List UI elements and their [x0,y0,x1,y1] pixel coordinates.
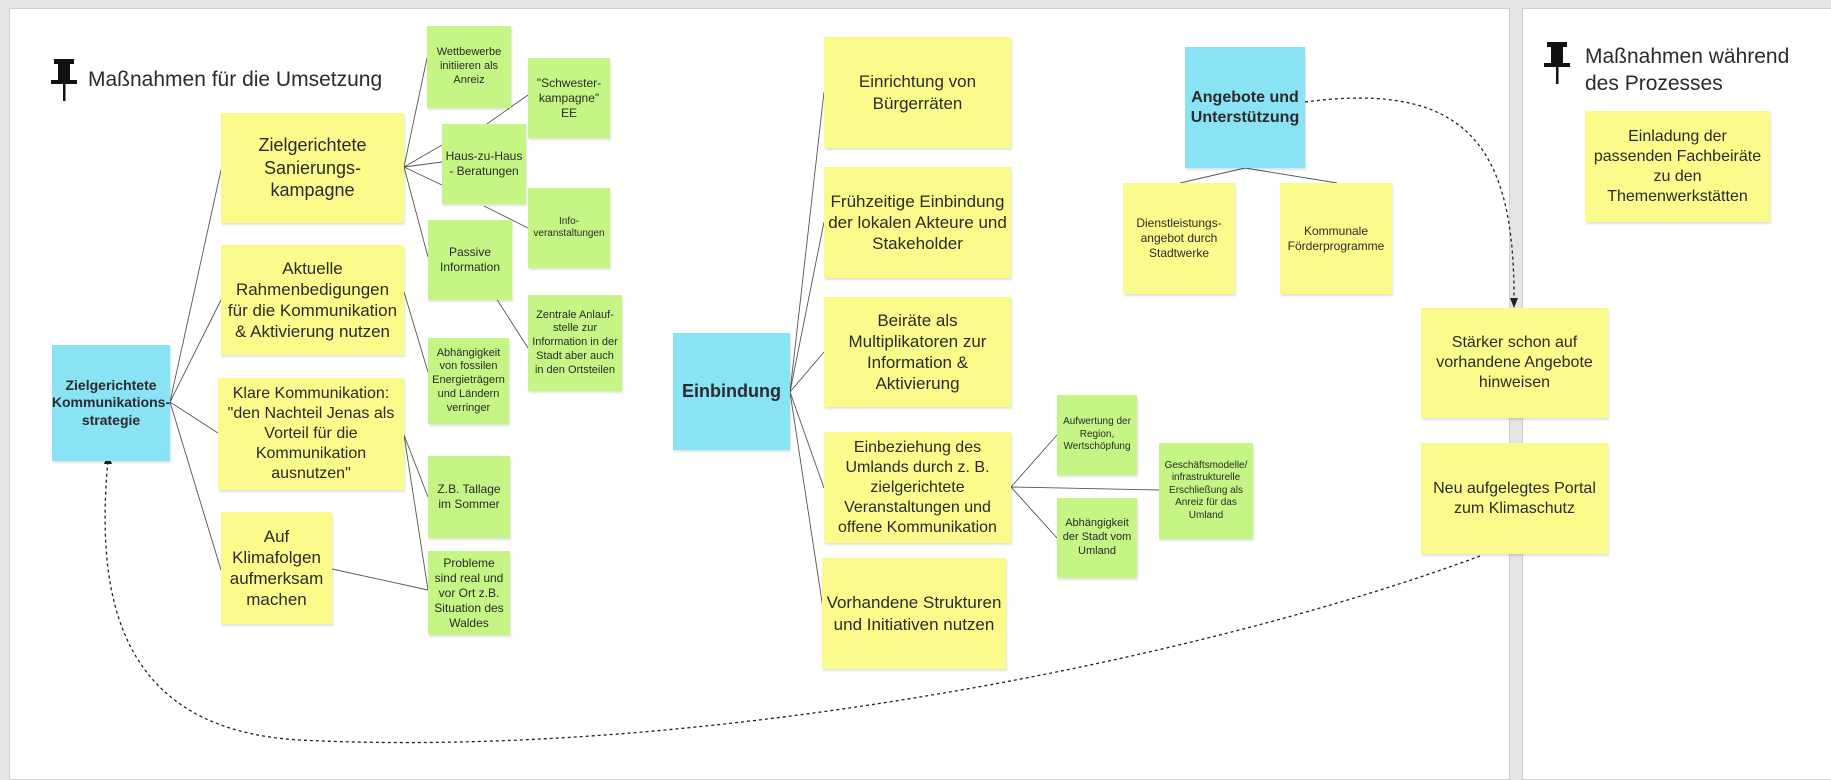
note-klare-kommunikation[interactable]: Klare Kommunikation: "den Nachteil Jenas… [218,378,404,490]
note-portal-klimaschutz[interactable]: Neu aufgelegtes Portal zum Klimaschutz [1421,443,1608,554]
root-note-einbindung[interactable]: Einbindung [673,333,790,450]
note-buergerraete[interactable]: Einrichtung von Bürgerräten [824,37,1011,148]
right-panel-heading-line1: Maßnahmen während [1585,45,1790,68]
root-note-kommunikationsstrategie[interactable]: Zielgerichtete Kommunikations-strategie [52,345,170,461]
note-probleme[interactable]: Probleme sind real und vor Ort z.B. Situ… [428,551,510,635]
note-tallage[interactable]: Z.B. Tallage im Sommer [428,456,510,538]
note-aufwertung[interactable]: Aufwertung der Region, Wertschöpfung [1057,395,1137,475]
note-rahmenbedingungen[interactable]: Aktuelle Rahmenbedigungen für die Kommun… [221,245,404,355]
note-klimafolgen[interactable]: Auf Klimafolgen aufmerksam machen [221,512,332,624]
left-panel-heading: Maßnahmen für die Umsetzung [88,68,383,91]
note-geschaeftsmodelle[interactable]: Geschäftsmodelle/ infrastrukturelle Ersc… [1159,443,1253,539]
note-beiraete[interactable]: Beiräte als Multiplikatoren zur Informat… [824,297,1011,407]
pushpin-icon [1544,42,1570,84]
right-panel-heading: Maßnahmen während des Prozesses [1585,43,1789,98]
note-zentrale-anlaufstelle[interactable]: Zentrale Anlauf-stelle zur Information i… [528,295,622,391]
note-umland[interactable]: Einbeziehung des Umlands durch z. B. zie… [824,432,1011,543]
note-fachbeiraete[interactable]: Einladung der passenden Fachbeiräte zu d… [1585,111,1770,222]
note-dienstleistungsangebot[interactable]: Dienstleistungs-angebot durch Stadtwerke [1123,183,1235,294]
note-schwesterkampagne[interactable]: "Schwester-kampagne" EE [528,58,610,138]
note-sanierungskampagne[interactable]: Zielgerichtete Sanierungs-kampagne [221,113,404,223]
note-abhaengigkeit-fossil[interactable]: Abhängigkeit von fossilen Energieträgern… [428,338,509,424]
note-abhaengigkeit-umland[interactable]: Abhängigkeit der Stadt vom Umland [1057,498,1137,578]
note-infoveranstaltungen[interactable]: Info-veranstaltungen [528,188,610,268]
note-vorhandene-strukturen[interactable]: Vorhandene Strukturen und Initiativen nu… [822,558,1006,669]
pushpin-icon [51,59,77,101]
root-note-angebote[interactable]: Angebote und Unterstützung [1185,47,1305,168]
note-passive-information[interactable]: Passive Information [428,220,512,300]
note-foerderprogramme[interactable]: Kommunale Förderprogramme [1280,183,1392,294]
note-haus-zu-haus[interactable]: Haus-zu-Haus - Beratungen [442,124,526,204]
note-fruehzeitige-einbindung[interactable]: Frühzeitige Einbindung der lokalen Akteu… [824,167,1011,278]
right-panel-heading-line2: des Prozesses [1585,72,1723,96]
note-angebote-hinweisen[interactable]: Stärker schon auf vorhandene Angebote hi… [1421,308,1608,418]
note-wettbewerbe[interactable]: Wettbewerbe initiieren als Anreiz [427,26,511,108]
